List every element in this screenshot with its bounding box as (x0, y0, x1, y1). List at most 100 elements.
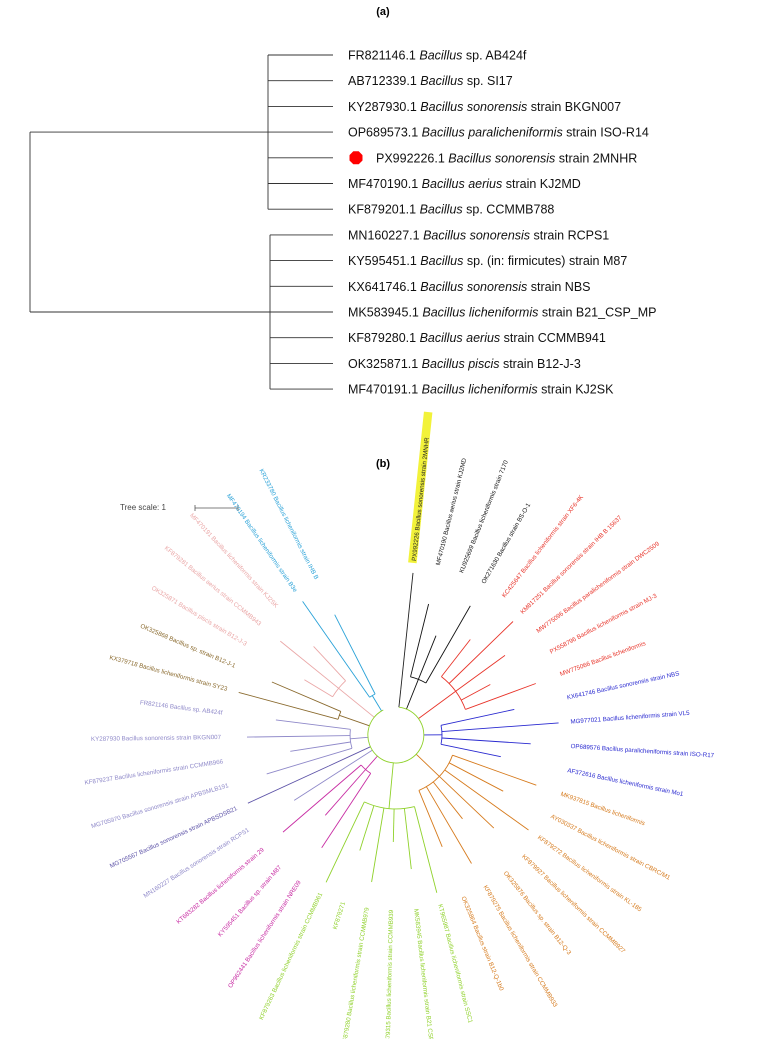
species-name: Bacillus (420, 203, 463, 217)
clade-arc (410, 676, 427, 684)
accession: MF470190.1 (348, 177, 422, 191)
leaf-branch (282, 764, 362, 833)
clade-arc (369, 693, 376, 698)
clade-trunk (338, 687, 375, 718)
leaf-label-group: OP689576 Bacillus paralicheniformis stra… (570, 743, 714, 759)
leaf-label-group: KF879271 (332, 900, 347, 930)
leaf-label: KF879271 (332, 900, 347, 930)
leaf-label: KF879281 Bacillus aerius strain CCMMB943 (163, 545, 263, 628)
leaf-label: KT683282 Bacillus licheniformis strain 2… (175, 846, 266, 925)
leaf-label: FR821146.1 Bacillus sp. AB424f (348, 49, 527, 63)
clade-trunk (345, 749, 373, 768)
leaf-branch (371, 807, 385, 883)
leaf-label: KF879280 Bacillus licheniformis strain C… (341, 907, 371, 1039)
clade-arc (360, 764, 371, 774)
leaf-label-group: KT965987 Bacillus licheniformis strain S… (436, 904, 474, 1025)
species-name: Bacillus sonorensis (420, 100, 527, 114)
leaf-branch (400, 572, 414, 690)
leaf-label-group: KX379718 Bacillus licheniformis strain S… (109, 654, 229, 693)
leaf-branch (275, 719, 351, 730)
accession: AB712339.1 (348, 74, 420, 88)
leaf-label: AB712339.1 Bacillus sp. SI17 (348, 74, 513, 88)
leaf-label-group: KF879280 Bacillus licheniformis strain C… (341, 907, 371, 1039)
leaf-label-group: MW775066 Bacillus licheniformis (559, 640, 647, 678)
leaf-label-group: MN160227 Bacillus sonorensis strain RCPS… (142, 826, 251, 899)
leaf-label-group: MF470190 Bacillus aerius strain KJ2MD (435, 457, 468, 566)
strain: strain NBS (527, 280, 590, 294)
species-name: Bacillus (420, 74, 463, 88)
leaf-branch (246, 735, 351, 738)
leaf-branch (238, 691, 339, 720)
tree-scale-label: Tree scale: 1 (120, 503, 166, 512)
leaf-label-group: MG977021 Bacillus licheniformis strain V… (570, 710, 690, 726)
leaf-label: MW775096 Bacillus paralicheniformis stra… (535, 540, 661, 635)
species-name: Bacillus paralicheniformis (422, 126, 563, 140)
leaf-branch (290, 741, 351, 752)
strain: sp. AB424f (462, 49, 526, 63)
leaf-label: MN160227 Bacillus sonorensis strain RCPS… (142, 826, 251, 899)
leaf-branch (271, 681, 341, 712)
clade-arc (441, 676, 466, 710)
leaf-branch (293, 767, 346, 801)
leaf-label-group: OP962441 Bacillus licheniformis strain N… (227, 879, 303, 990)
leaf-label-group: KF879237 Bacillus licheniformis strain C… (84, 758, 224, 786)
accession: KY287930.1 (348, 100, 420, 114)
leaf-label-group: KC425647 Bacillus licheniformis strain X… (501, 493, 586, 599)
leaf-label: KC425647 Bacillus licheniformis strain X… (501, 493, 586, 599)
leaf-label: KT965987 Bacillus licheniformis strain S… (436, 904, 474, 1025)
leaf-label: KX641746 Bacillus sonorensis strain NBS (566, 670, 680, 701)
leaf-branch (441, 722, 559, 733)
strain: strain RCPS1 (530, 228, 609, 242)
accession: KF879201.1 (348, 203, 420, 217)
query-marker-icon (349, 151, 363, 165)
leaf-branch (441, 737, 531, 745)
leaf-label: KR233780 Bacillus licheniformis strain I… (257, 468, 319, 581)
leaf-label: KY287930.1 Bacillus sonorensis strain BK… (348, 100, 621, 114)
leaf-label: MG977021 Bacillus licheniformis strain V… (570, 710, 690, 726)
leaf-label-group: KF879275 Bacillus licheniformis strain C… (482, 884, 559, 1009)
leaf-label: AF372616 Bacillus licheniformis strain M… (567, 767, 685, 798)
leaf-label-group: KR233780 Bacillus licheniformis strain I… (257, 468, 319, 581)
clade-trunk (415, 753, 440, 777)
clade-arc (364, 801, 415, 810)
leaf-label-group: FR821146 Bacillus sp. AB424f (139, 699, 223, 716)
leaf-branch (425, 605, 471, 684)
leaf-label-group: OK325876 Bacillus sp. strain B12-Q-3 (502, 870, 573, 957)
strain: strain BKGN007 (527, 100, 621, 114)
accession: OP689573.1 (348, 126, 422, 140)
leaf-label-group: AY030337 Bacillus licheniformis strain C… (549, 813, 671, 882)
leaf-label: OK325871.1 Bacillus piscis strain B12-J-… (348, 357, 581, 371)
leaf-label: OP962441 Bacillus licheniformis strain N… (227, 879, 303, 990)
leaf-label-group: AF372616 Bacillus licheniformis strain M… (567, 767, 685, 798)
leaf-label: PX992226.1 Bacillus sonorensis strain 2M… (376, 151, 637, 165)
leaf-branch (321, 773, 372, 848)
species-name: Bacillus aerius (422, 177, 503, 191)
leaf-label-group: MW775096 Bacillus paralicheniformis stra… (535, 540, 661, 635)
species-name: Bacillus piscis (422, 357, 500, 371)
panel-a-tree: FR821146.1 Bacillus sp. AB424fAB712339.1… (29, 49, 656, 397)
clade-trunk (418, 690, 456, 719)
leaf-branch (426, 786, 472, 864)
leaf-label: MF470191 Bacillus licheniformis strain K… (188, 512, 280, 610)
leaf-branch (325, 801, 365, 883)
species-name: Bacillus (420, 254, 463, 268)
accession: PX992226.1 (376, 151, 448, 165)
clade-trunk (328, 746, 371, 767)
leaf-label: MF470190 Bacillus aerius strain KJ2MD (435, 457, 468, 566)
leaf-label: KF879237 Bacillus licheniformis strain C… (84, 758, 224, 786)
leaf-branch (444, 769, 529, 831)
leaf-label: KY287930 Bacillus sonorensis strain BKGN… (91, 734, 222, 743)
leaf-branch (247, 765, 329, 804)
accession: KY595451.1 (348, 254, 420, 268)
leaf-label-group: KF879272 Bacillus licheniformis strain K… (536, 834, 643, 914)
accession: MF470191.1 (348, 383, 422, 397)
accession: MK583945.1 (348, 306, 422, 320)
strain: strain 2MNHR (555, 151, 637, 165)
strain: strain KJ2SK (538, 383, 614, 397)
leaf-branch (280, 640, 339, 689)
root-arc (367, 706, 425, 764)
leaf-label-group: KT683282 Bacillus licheniformis strain 2… (175, 846, 266, 925)
leaf-label-group: KF879263 Bacillus licheniformis strain C… (258, 891, 325, 1021)
query-highlight (408, 411, 433, 564)
species-name: Bacillus sonorensis (420, 280, 527, 294)
